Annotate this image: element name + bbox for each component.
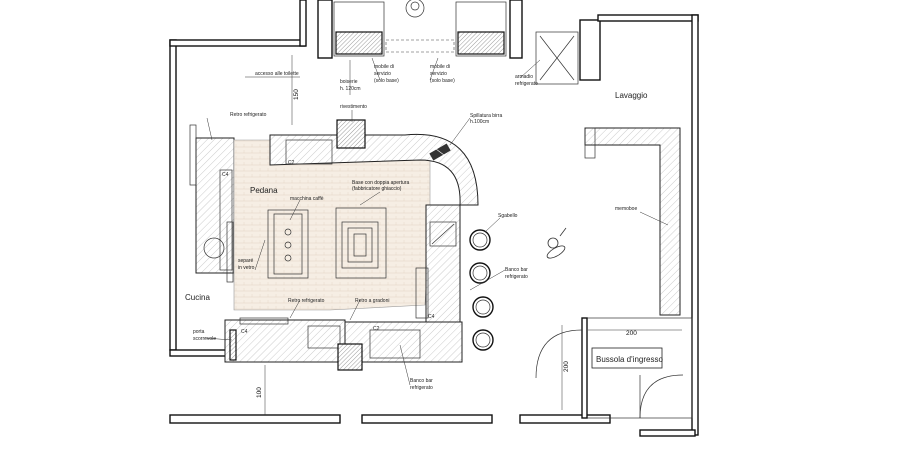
dimension-lines	[264, 55, 682, 415]
label-c2-top: C2	[288, 160, 295, 166]
label-spillatura-1: Spillatura birra	[470, 113, 502, 119]
dimension-150: 150	[293, 89, 300, 100]
label-separe-1: separé	[238, 258, 254, 264]
label-mobile-2c: (solo base)	[430, 78, 455, 84]
room-label-pedana: Pedana	[250, 186, 278, 195]
label-banco-bar-right-2: refrigerato	[505, 274, 528, 280]
bottom-counter	[224, 317, 463, 371]
label-retro-refrigerato-bottom: Retro refrigerato	[288, 298, 325, 304]
label-porta-2: scorrevole	[193, 336, 216, 342]
beer-tap-icon	[429, 143, 451, 161]
coffee-machine-station	[267, 209, 309, 279]
dimension-200-horizontal: 200	[626, 330, 637, 337]
label-rivestimento: rivestimento	[340, 104, 367, 110]
stools	[469, 229, 494, 351]
label-separe-2: in vetro	[238, 265, 255, 271]
label-c2-bottom: C2	[373, 326, 380, 332]
pedana-floor	[233, 139, 431, 311]
label-mobile-1b: servizio	[374, 71, 391, 77]
retro-counter-curved	[269, 133, 479, 206]
kitchen-counter	[189, 124, 235, 274]
label-c4-left: C4	[222, 172, 229, 178]
label-spillatura-2: h.100cm	[470, 119, 489, 125]
label-sgabello: Sgabello	[498, 213, 518, 219]
outer-walls	[169, 0, 699, 437]
label-retro-refrigerato-top: Retro refrigerato	[230, 112, 267, 118]
label-c4-right: C4	[428, 314, 435, 320]
label-memoboe: memoboe	[615, 206, 637, 212]
label-base-doppia-2: (fabbricatore ghiaccio)	[352, 186, 402, 192]
dimension-200-vertical: 200	[563, 361, 570, 372]
label-base-doppia-1: Base con doppia apertura	[352, 180, 409, 186]
label-accesso-toilette: accesso alle toilette	[255, 71, 299, 77]
label-mobile-2b: servizio	[430, 71, 447, 77]
label-banco-bar-bottom-2: refrigerato	[410, 385, 433, 391]
label-porta-1: porta	[193, 329, 205, 335]
room-label-lavaggio: Lavaggio	[615, 91, 648, 100]
person-icon	[546, 227, 567, 259]
label-mobile-1a: mobile di	[374, 64, 394, 70]
room-label-bussola: Bussola d'ingresso	[596, 355, 663, 364]
label-macchina-caffe: macchina caffè	[290, 196, 324, 202]
label-banco-bar-right-1: Banco bar	[505, 267, 528, 273]
leader-lines	[204, 57, 669, 386]
label-armadio-1: armadio	[515, 74, 533, 80]
label-mobile-2a: mobile di	[430, 64, 450, 70]
ice-maker-base	[335, 207, 387, 279]
label-boiserie-1: boiserie	[340, 79, 358, 85]
label-armadio-2: refrigerato	[515, 81, 538, 87]
label-banco-bar-bottom-1: Banco bar	[410, 378, 433, 384]
room-label-cucina: Cucina	[185, 293, 210, 302]
person-top-icon	[410, 1, 420, 11]
label-retro-gradoni: Retro a gradoni	[355, 298, 389, 304]
label-mobile-1c: (solo base)	[374, 78, 399, 84]
top-furniture	[333, 0, 579, 85]
label-c4-bottom: C4	[241, 329, 248, 335]
bench-right	[584, 127, 681, 316]
label-boiserie-2: h. 120cm	[340, 86, 361, 92]
dimension-100: 100	[256, 387, 263, 398]
entrance-vestibule	[535, 317, 693, 419]
